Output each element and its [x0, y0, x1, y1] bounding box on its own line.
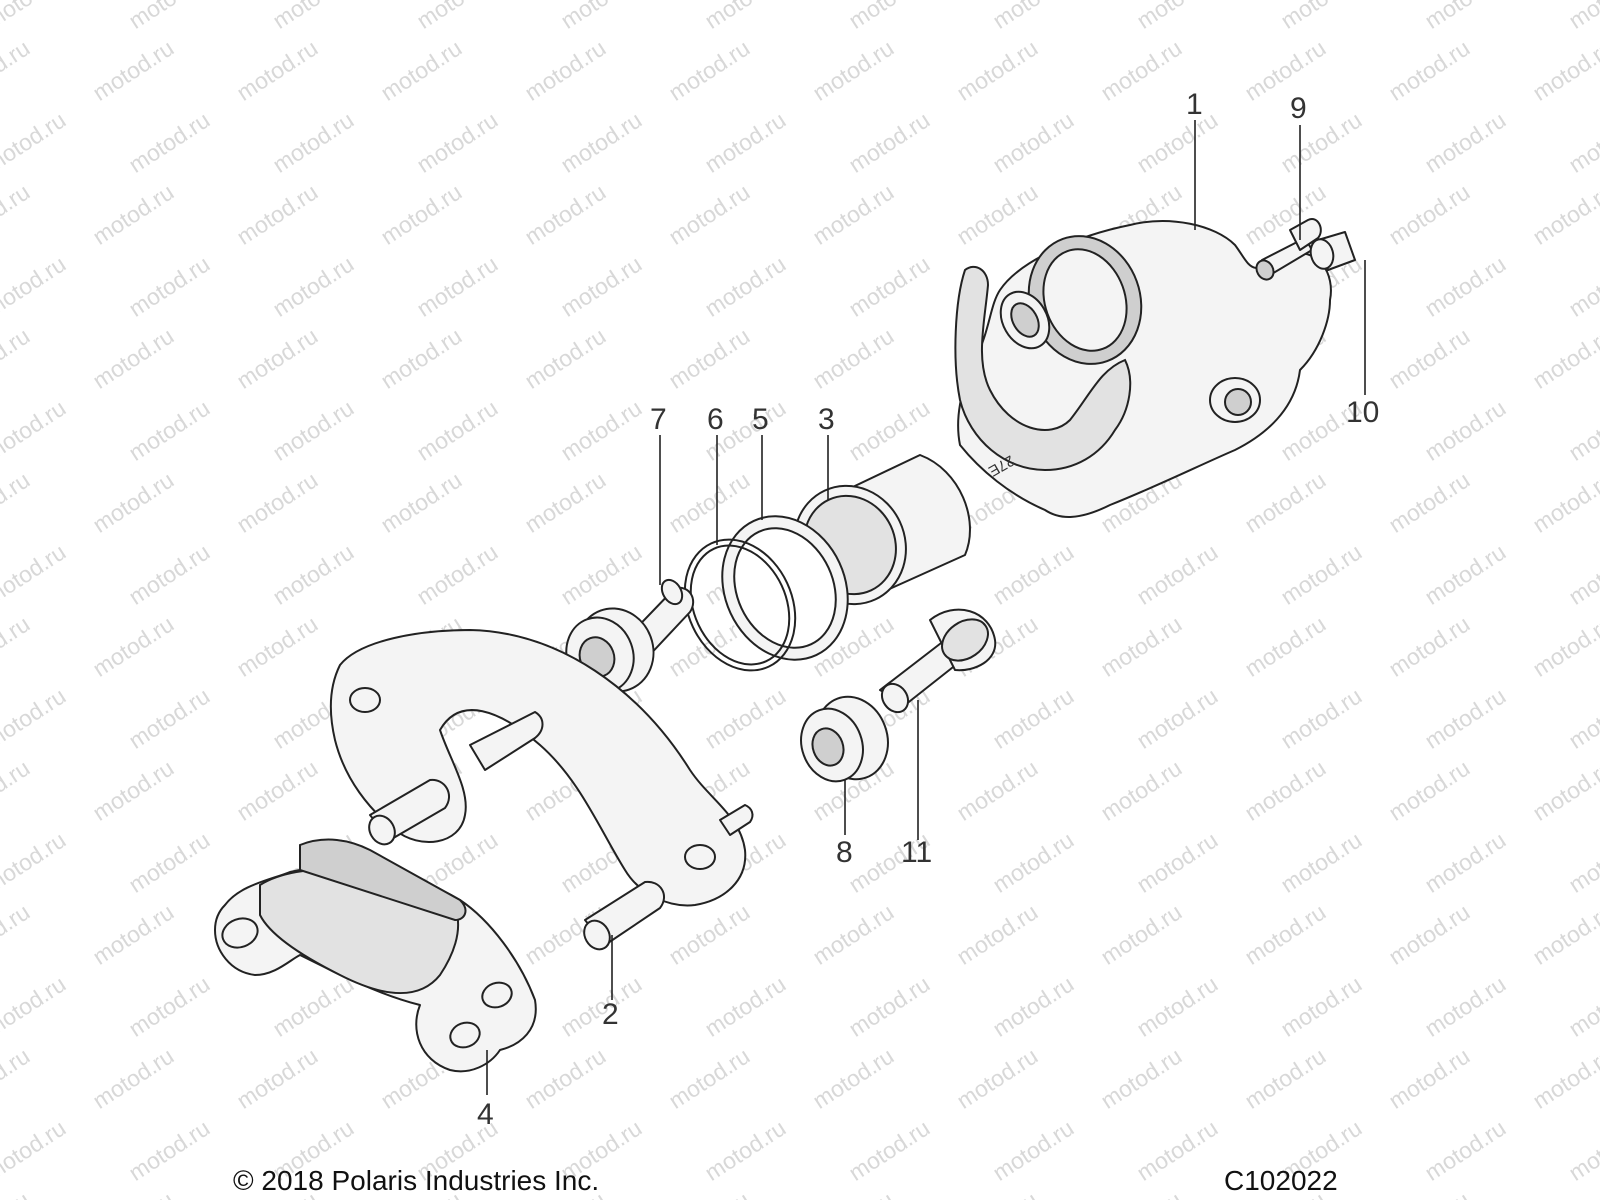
copyright-text: © 2018 Polaris Industries Inc.	[233, 1165, 600, 1196]
callout-6: 6	[707, 403, 724, 436]
callout-4: 4	[477, 1098, 494, 1131]
caliper-bracket	[329, 629, 754, 951]
callout-5: 5	[752, 403, 769, 436]
callout-1: 1	[1186, 88, 1203, 121]
bleeder-cap	[1309, 231, 1356, 271]
callout-9: 9	[1290, 92, 1307, 125]
brake-pad	[214, 838, 537, 1073]
bleeder-screw	[1255, 218, 1322, 281]
diagram-code: C102022	[1224, 1165, 1338, 1196]
dust-seal	[683, 538, 797, 672]
callout-11: 11	[901, 836, 933, 869]
callout-10: 10	[1346, 396, 1380, 429]
callout-3: 3	[818, 403, 835, 436]
leader-lines	[486, 120, 1366, 1095]
caliper-body: 27E	[954, 220, 1332, 518]
bolt-boot	[800, 695, 889, 783]
callout-2: 2	[602, 998, 619, 1031]
slide-bolt	[879, 608, 997, 714]
callout-8: 8	[836, 836, 853, 869]
callout-7: 7	[650, 403, 667, 436]
